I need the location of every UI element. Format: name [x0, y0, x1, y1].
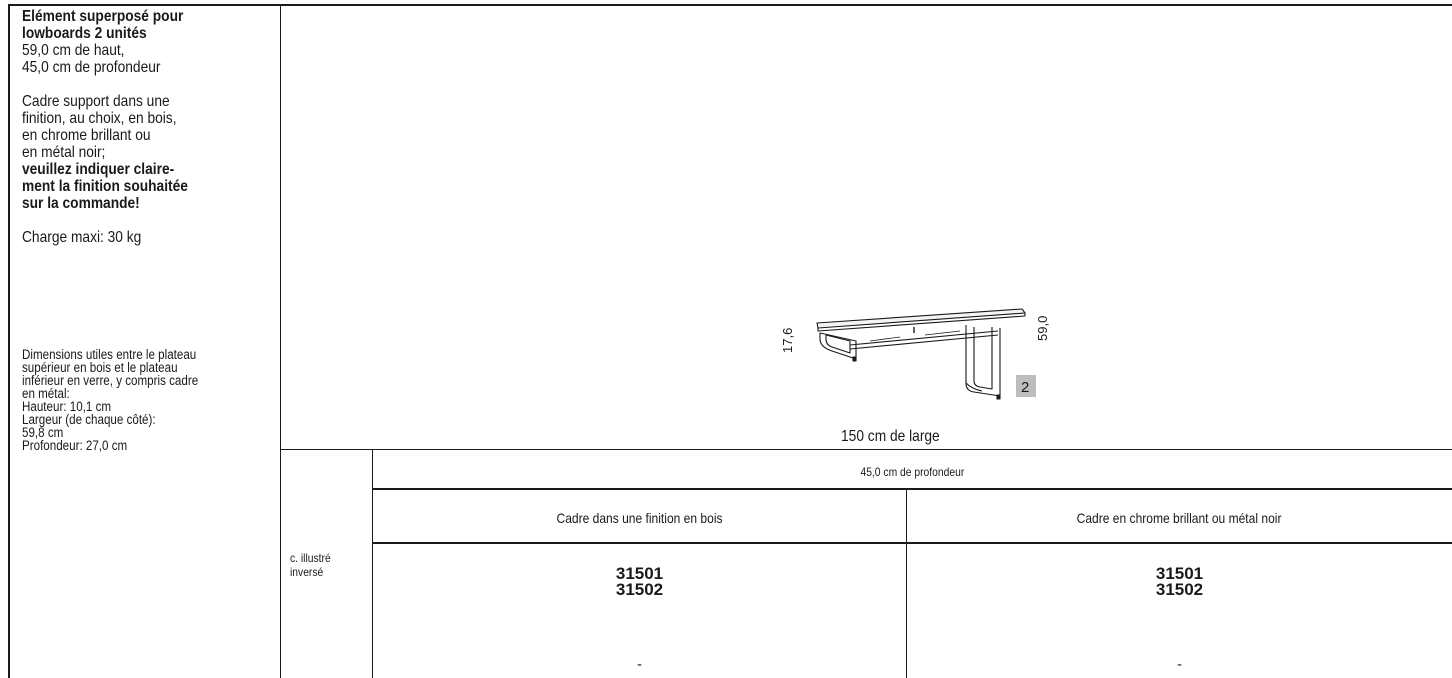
width-caption: 150 cm de large: [840, 428, 940, 445]
wood-code-2: 31502: [615, 580, 664, 599]
frame-line-3: en chrome brillant ou: [22, 127, 151, 144]
wood-article-codes: 31501 31502: [373, 564, 906, 599]
left-border: [8, 4, 10, 678]
frame-line-4: en métal noir;: [22, 144, 106, 161]
useful-line-2: supérieur en bois et le plateau: [22, 360, 178, 375]
glass-shelf: [849, 330, 999, 346]
finish-column-divider: [906, 490, 907, 678]
variant-badge-number: 2: [1021, 379, 1029, 396]
drawing-bottom-rule: [280, 449, 1452, 450]
dim-left-label: 17,6: [780, 328, 795, 353]
row-label-line-2: inversé: [290, 565, 324, 579]
finish-header-rule: [372, 542, 1452, 544]
frame-line-1: Cadre support dans une: [22, 93, 170, 110]
metal-code-2: 31502: [1155, 580, 1204, 599]
top-border: [8, 4, 1452, 6]
depth-header-rule: [372, 488, 1452, 490]
max-load: Charge maxi: 30 kg: [22, 229, 142, 246]
depth-header: 45,0 cm de profondeur: [860, 465, 965, 479]
wood-dash: -: [637, 656, 642, 673]
dim-right-label: 59,0: [1035, 316, 1050, 341]
depth-line: 45,0 cm de profondeur: [22, 59, 161, 76]
column-header-metal: Cadre en chrome brillant ou métal noir: [1077, 510, 1282, 526]
column-header-wood: Cadre dans une finition en bois: [556, 510, 723, 526]
frame-line-2: finition, au choix, en bois,: [22, 110, 177, 127]
label-column-divider: [372, 450, 373, 678]
title-line-2: lowboards 2 unités: [22, 25, 147, 42]
useful-width-label: Largeur (de chaque côté):: [22, 412, 156, 427]
metal-article-codes: 31501 31502: [907, 564, 1452, 599]
product-drawing: 17,6 59,0 2: [780, 308, 1050, 400]
frame-note-line-2: ment la finition souhaitée: [22, 178, 188, 195]
row-label: c. illustré inversé: [290, 551, 337, 579]
useful-height: Hauteur: 10,1 cm: [22, 399, 112, 414]
product-description: Elément superposé pour lowboards 2 unité…: [22, 8, 272, 452]
metal-code-1: 31501: [1155, 564, 1204, 583]
row-label-line-1: c. illustré: [290, 551, 331, 565]
height-line: 59,0 cm de haut,: [22, 42, 125, 59]
left-frame: [819, 332, 857, 360]
metal-dash: -: [1177, 656, 1182, 673]
useful-line-1: Dimensions utiles entre le plateau: [22, 347, 197, 362]
useful-line-4: en métal:: [22, 386, 70, 401]
wood-code-1: 31501: [615, 564, 664, 583]
frame-note-line-1: veuillez indiquer claire-: [22, 161, 175, 178]
frame-note-line-3: sur la commande!: [22, 195, 140, 212]
column-divider: [280, 4, 281, 678]
variant-badge: [1016, 375, 1036, 397]
title-line-1: Elément superposé pour: [22, 8, 184, 25]
useful-line-3: inférieur en verre, y compris cadre: [22, 373, 199, 388]
useful-width-value: 59,8 cm: [22, 425, 64, 440]
useful-depth: Profondeur: 27,0 cm: [22, 438, 128, 453]
